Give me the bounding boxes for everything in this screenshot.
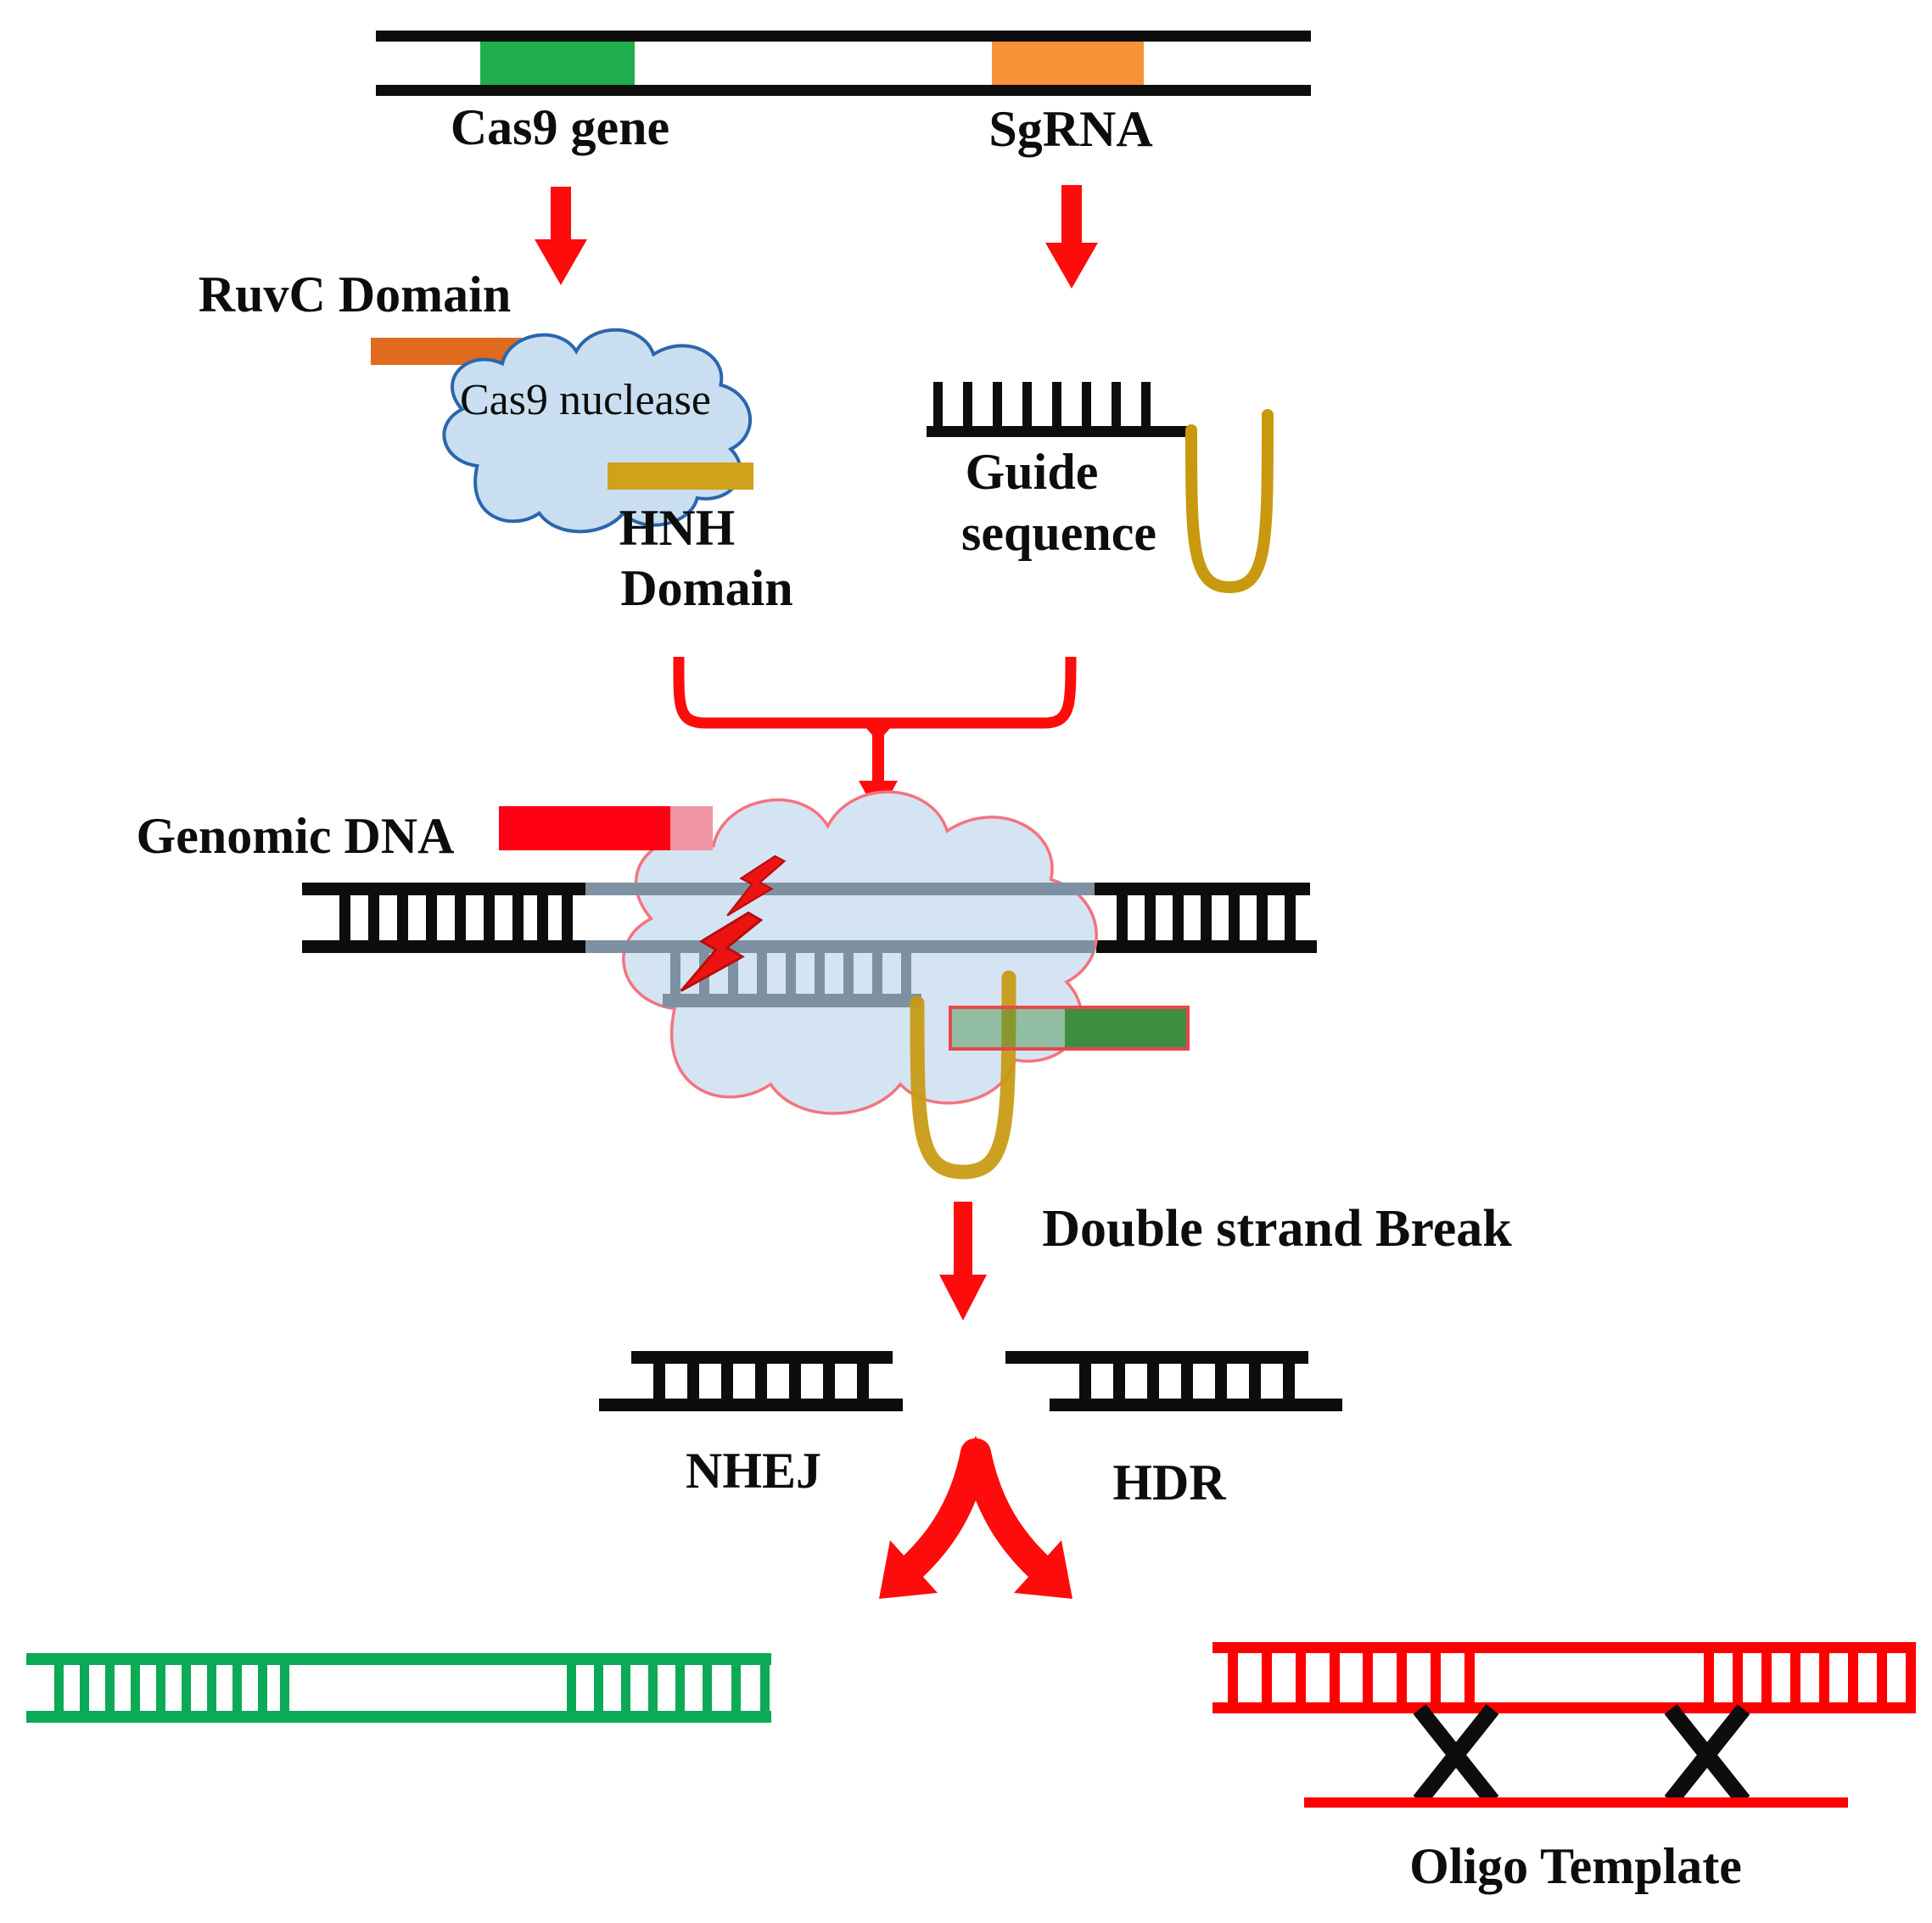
ruvc-domain-label: RuvC Domain xyxy=(198,266,512,322)
rna-loop-icon xyxy=(1185,409,1274,594)
lightning-bolt-icon xyxy=(680,911,764,992)
split-arrow-icon xyxy=(879,1436,1072,1599)
sgrna-label: SgRNA xyxy=(988,101,1153,157)
cas9-nuclease-label: Cas9 nuclease xyxy=(459,376,712,424)
oligo-template-label: Oligo Template xyxy=(1409,1838,1742,1894)
genomic-dna-label: Genomic DNA xyxy=(136,808,455,864)
crossover-x-icon xyxy=(1413,1704,1499,1806)
dna-ladder-icon xyxy=(1081,883,1317,953)
nhej-label: NHEJ xyxy=(685,1443,822,1499)
nhej-ladder-icon xyxy=(599,1351,903,1411)
rna-loop-icon xyxy=(910,970,1016,1180)
guide-comb-icon xyxy=(927,382,1188,437)
hnh-domain-label-line2: Domain xyxy=(620,560,793,616)
sgrna-block-icon xyxy=(992,42,1144,85)
hdr-label: HDR xyxy=(1112,1455,1226,1511)
pam-bar-icon xyxy=(949,1006,1190,1051)
cas9-gene-label: Cas9 gene xyxy=(450,99,670,155)
cas9-gene-block-icon xyxy=(480,42,635,85)
hnh-bar-icon xyxy=(608,463,753,490)
crossover-x-icon xyxy=(1664,1704,1750,1806)
down-arrow-icon xyxy=(1045,185,1098,289)
double-strand-break-label: Double strand Break xyxy=(1042,1200,1512,1258)
down-arrow-icon xyxy=(939,1202,987,1320)
hdr-ladder-icon xyxy=(1005,1351,1342,1411)
guide-sequence-label-line1: Guide xyxy=(965,444,1099,500)
oligo-line-icon xyxy=(1304,1797,1848,1808)
red-hdr-ladder-icon xyxy=(1212,1642,1916,1713)
genomic-dna-bar-icon xyxy=(499,806,713,850)
hnh-domain-label-line1: HNH xyxy=(619,500,736,556)
guide-sequence-label-line2: sequence xyxy=(961,505,1156,561)
lightning-bolt-icon xyxy=(726,855,787,917)
dna-ladder-icon xyxy=(302,883,599,953)
green-repaired-ladder-icon xyxy=(26,1653,771,1723)
ruvc-bar-icon xyxy=(371,338,526,365)
grna-comb-icon xyxy=(663,953,921,1007)
down-arrow-icon xyxy=(535,187,587,285)
dna-construct-icon xyxy=(376,31,1311,96)
